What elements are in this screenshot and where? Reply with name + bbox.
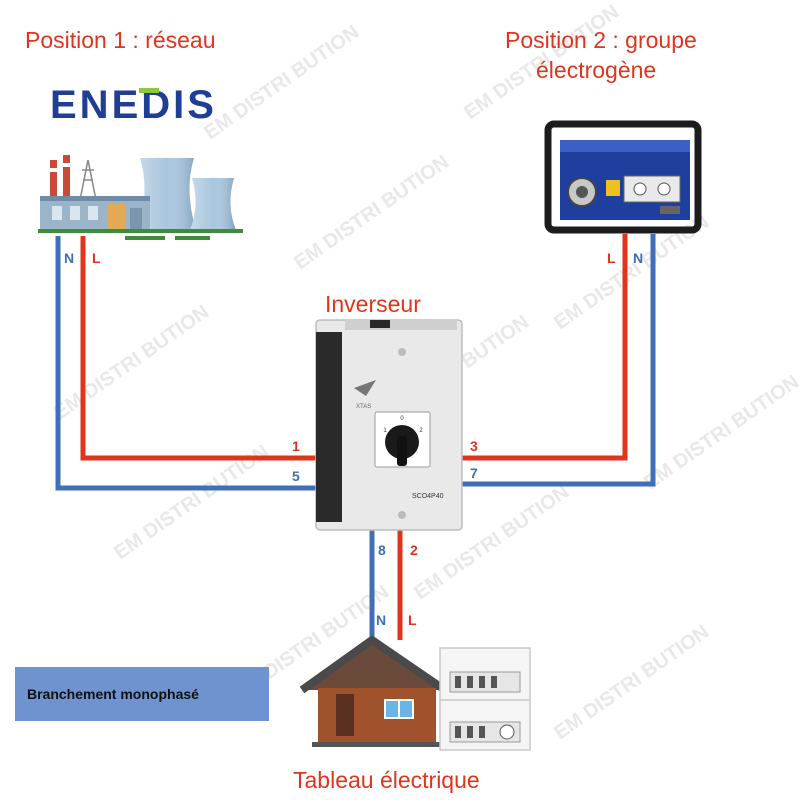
terminal-7-label: 7	[470, 465, 478, 481]
brand-logo-icon	[354, 380, 376, 396]
connection-type-badge: Branchement monophasé	[15, 667, 269, 721]
terminal-5-label: 5	[292, 468, 300, 484]
watermark: EM DISTRI BUTION	[200, 21, 363, 144]
neutral-wires	[55, 234, 656, 640]
watermark: EM DISTRI BUTION	[550, 621, 713, 744]
title-position2-line2: électrogène	[536, 57, 656, 83]
badge-text: Branchement monophasé	[27, 686, 199, 702]
generator-illustration	[544, 120, 702, 234]
power-plant-illustration	[38, 155, 243, 240]
watermark: EM DISTRI BUTION	[640, 371, 800, 494]
title-position1: Position 1 : réseau	[25, 27, 216, 53]
grid-live-wire	[80, 236, 320, 461]
generator-neutral-wire	[458, 234, 656, 487]
watermark: EM DISTRI BUTION	[290, 151, 453, 274]
generator-live-label: L	[607, 250, 616, 266]
svg-text:2: 2	[419, 428, 423, 434]
svg-text:0: 0	[400, 416, 404, 422]
title-panel: Tableau électrique	[293, 767, 480, 793]
generator-live-wire	[458, 234, 628, 461]
inverter-switch: XTAS 0 1 2 SCO4P40	[315, 319, 463, 531]
title-position2-line1: Position 2 : groupe	[505, 27, 697, 53]
terminal-3-label: 3	[470, 438, 478, 454]
logo-text: ENEDIS	[50, 83, 217, 127]
inverter-model: SCO4P40	[412, 493, 444, 500]
svg-text:1: 1	[383, 428, 387, 434]
terminal-8-label: 8	[378, 542, 386, 558]
inverter-brand: XTAS	[356, 404, 371, 410]
logo-accent	[139, 88, 159, 93]
generator-neutral-label: N	[633, 250, 643, 266]
grid-neutral-label: N	[64, 250, 74, 266]
house-neutral-label: N	[376, 612, 386, 628]
house-live-label: L	[408, 612, 417, 628]
house-illustration	[299, 636, 448, 747]
watermark: EM DISTRI BUTION	[50, 301, 213, 424]
grid-live-label: L	[92, 250, 101, 266]
enedis-logo: ENEDIS	[50, 83, 217, 127]
terminal-2-label: 2	[410, 542, 418, 558]
electrical-panel-illustration	[439, 647, 531, 751]
terminal-1-label: 1	[292, 438, 300, 454]
live-wires	[80, 234, 628, 640]
grid-neutral-wire	[55, 236, 320, 491]
title-inverter: Inverseur	[325, 291, 421, 317]
